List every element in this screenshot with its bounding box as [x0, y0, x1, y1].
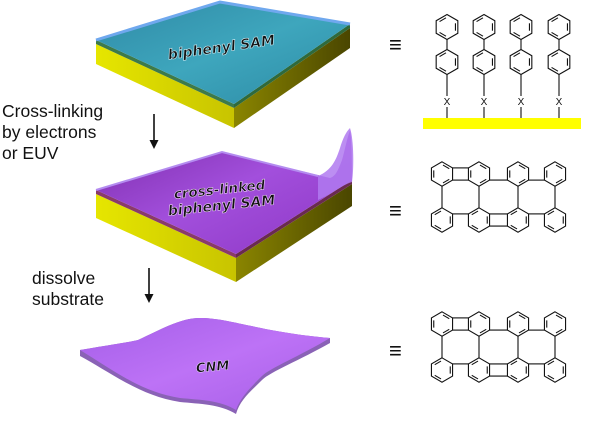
- top-benzene-ring: [547, 13, 571, 41]
- sam-slab-top: [96, 2, 350, 104]
- sam-slab-yellow-front: [96, 44, 234, 128]
- structure-crosslinked: [430, 161, 567, 233]
- equivalence-symbol-1: ≡: [389, 32, 402, 57]
- network-bottom-ring: [543, 357, 567, 383]
- biphenyl-molecule: X: [509, 13, 533, 118]
- top-benzene-ring: [435, 13, 459, 41]
- bottom-benzene-ring: [509, 48, 533, 76]
- sam-slab-highlight: [95, 0, 351, 42]
- arrow-down-1-icon: [149, 114, 159, 149]
- cnm-membrane: [80, 318, 330, 414]
- structure-cnm: [430, 311, 567, 383]
- network-bottom-ring: [467, 357, 491, 383]
- crosslinked-yellow-front: [96, 194, 236, 282]
- substrate-bar: [423, 118, 581, 129]
- sam-slab-yellow-side: [234, 28, 350, 128]
- network-bottom-ring: [506, 357, 530, 383]
- crosslinked-edge: [96, 190, 236, 258]
- biphenyl-molecule: X: [547, 13, 571, 118]
- crosslinked-top: [96, 130, 352, 254]
- network-bottom-ring: [467, 207, 491, 233]
- network-top-ring: [543, 311, 567, 337]
- equivalence-symbol-2: ≡: [389, 198, 402, 223]
- crosslinked-yellow-side: [236, 184, 352, 282]
- anchor-x-label: X: [481, 97, 488, 108]
- network-top-ring: [543, 161, 567, 187]
- cnm-top: [80, 318, 330, 410]
- network-top-ring: [506, 311, 530, 337]
- step-dissolve-label: dissolve substrate: [32, 268, 104, 309]
- network-bottom-ring: [430, 357, 454, 383]
- sam-slab-sam-edge: [96, 40, 234, 108]
- peeling-sheet: [318, 128, 354, 200]
- anchor-x-label: X: [518, 97, 525, 108]
- crosslinked-highlight: [95, 150, 319, 191]
- network-top-ring: [506, 161, 530, 187]
- anchor-x-label: X: [444, 97, 451, 108]
- biphenyl-molecule: X: [472, 13, 496, 118]
- sam-slab: [95, 0, 351, 128]
- step-crosslinking-label: Cross-linking by electrons or EUV: [2, 101, 104, 163]
- arrow-down-2-icon: [144, 268, 154, 303]
- network-top-ring: [467, 311, 491, 337]
- network-top-ring: [430, 311, 454, 337]
- network-bottom-ring: [430, 207, 454, 233]
- network-top-ring: [430, 161, 454, 187]
- cnm-label: CNM: [195, 359, 230, 377]
- network-bottom-ring: [543, 207, 567, 233]
- sam-slab-sam-edge-side: [234, 24, 350, 108]
- biphenyl-molecule: X: [435, 13, 459, 118]
- bottom-benzene-ring: [547, 48, 571, 76]
- bottom-benzene-ring: [435, 48, 459, 76]
- network-bottom-ring: [506, 207, 530, 233]
- top-benzene-ring: [472, 13, 496, 41]
- anchor-x-label: X: [556, 97, 563, 108]
- equivalence-symbol-3: ≡: [389, 338, 402, 363]
- top-benzene-ring: [509, 13, 533, 41]
- crosslinked-slab: [95, 128, 354, 282]
- network-top-ring: [467, 161, 491, 187]
- crosslinked-edge-side: [236, 180, 352, 258]
- bottom-benzene-ring: [472, 48, 496, 76]
